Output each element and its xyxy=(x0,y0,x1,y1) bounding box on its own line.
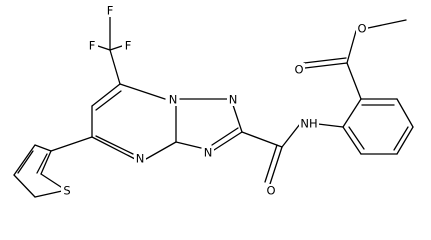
atom-n-ring-top: N xyxy=(167,93,179,107)
bond-39 xyxy=(348,126,365,150)
atom-f-left: F xyxy=(86,39,98,53)
atom-nh-amide: NH xyxy=(299,117,319,131)
bond-20 xyxy=(40,173,65,190)
bond-22 xyxy=(13,144,36,176)
bond-31 xyxy=(342,98,362,128)
atom-nh-amide-label: NH xyxy=(300,117,317,131)
atom-n-ring-top-label: N xyxy=(169,93,178,107)
bond-19 xyxy=(36,153,48,174)
bond-3 xyxy=(109,49,121,85)
bond-6 xyxy=(95,90,122,111)
bond-36 xyxy=(393,126,409,151)
bond-25 xyxy=(34,190,63,198)
atom-o-ester-carbonyl: O xyxy=(293,63,305,77)
bond-16 xyxy=(175,141,202,149)
atom-n-ring-right-label: N xyxy=(229,93,238,107)
bond-40 xyxy=(346,62,362,100)
atom-o-ester-carbonyl-label: O xyxy=(294,63,303,77)
bond-41 xyxy=(304,62,348,69)
bond-42 xyxy=(303,57,347,64)
atom-s-thiophene-label: S xyxy=(63,184,70,198)
bond-34 xyxy=(396,98,414,128)
bond-26 xyxy=(241,131,283,148)
bond-27 xyxy=(269,146,283,185)
atom-s-thiophene: S xyxy=(61,184,73,198)
bond-29 xyxy=(281,123,301,148)
atom-n-ring-left-label: N xyxy=(136,152,145,166)
bond-17 xyxy=(50,136,93,152)
bond-14 xyxy=(213,131,243,151)
atom-n-ring-right: N xyxy=(227,93,239,107)
bond-18 xyxy=(40,150,52,175)
atom-f-left-label: F xyxy=(89,39,96,53)
atom-n-ring-left: N xyxy=(134,152,146,166)
bond-5 xyxy=(91,83,121,107)
bond-44 xyxy=(367,19,407,29)
molecule-diagram: F F F N N N N O xyxy=(13,4,414,198)
atom-f-top-label: F xyxy=(107,4,114,18)
bond-9 xyxy=(95,135,134,155)
atom-f-right-label: F xyxy=(125,39,132,53)
atom-f-right: F xyxy=(122,39,134,53)
bond-38 xyxy=(342,126,362,155)
atom-f-top: F xyxy=(104,4,116,18)
bond-24 xyxy=(13,174,36,198)
bond-30 xyxy=(317,123,344,128)
atom-o-amide: O xyxy=(265,184,277,198)
bond-15 xyxy=(211,127,239,146)
atom-labels-layer: F F F N N N N O xyxy=(61,4,368,198)
structure-canvas: F F F N N N N O xyxy=(13,4,414,198)
bond-35 xyxy=(396,126,414,155)
bond-23 xyxy=(17,150,34,174)
atom-o-amide-label: O xyxy=(266,184,275,198)
bond-4 xyxy=(119,83,166,100)
bond-10 xyxy=(145,141,177,160)
atom-o-ester-ether: O xyxy=(356,22,368,36)
atom-o-ester-ether-label: O xyxy=(357,22,366,36)
bond-13 xyxy=(232,104,243,133)
bonds-layer xyxy=(13,12,414,198)
bond-28 xyxy=(264,144,278,183)
bond-8 xyxy=(91,136,136,160)
atom-n-ring-mid-label: N xyxy=(204,146,213,160)
bond-43 xyxy=(346,30,357,64)
atom-n-ring-mid: N xyxy=(202,146,214,160)
bond-21 xyxy=(34,144,52,152)
